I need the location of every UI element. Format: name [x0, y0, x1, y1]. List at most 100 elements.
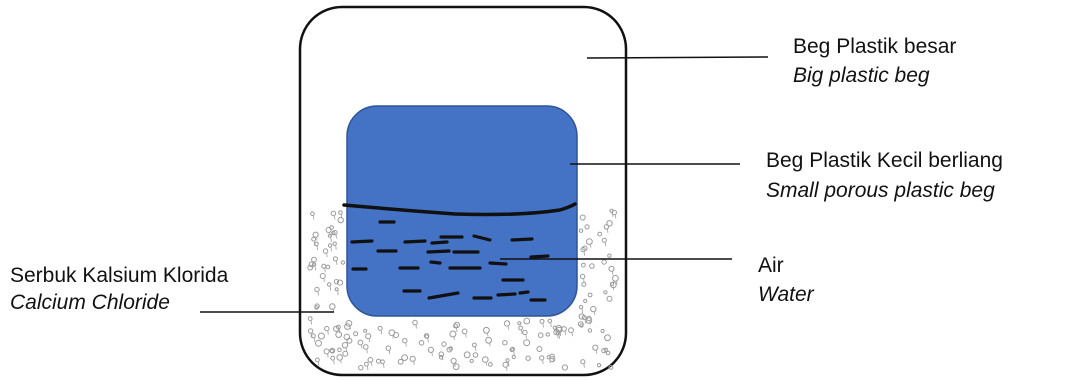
powder-speck: [523, 339, 531, 347]
powder-speck: [488, 362, 493, 367]
powder-speck: [353, 331, 359, 337]
powder-tail: [604, 242, 607, 247]
powder-speck: [509, 347, 515, 353]
small-porous-plastic-bag: [346, 105, 578, 317]
powder-tail: [349, 325, 351, 330]
powder-tail: [583, 278, 585, 283]
powder-speck: [603, 290, 608, 295]
powder-speck: [608, 265, 615, 272]
powder-speck: [581, 262, 586, 268]
water-dash: [403, 239, 427, 244]
powder-tail: [360, 344, 363, 349]
powder-speck: [363, 328, 368, 333]
powder-speck: [469, 358, 474, 363]
powder-speck: [597, 231, 603, 237]
small-bag-label-malay: Beg Plastik Kecil berliang: [766, 149, 1003, 172]
powder-speck: [461, 328, 468, 335]
big-bag-label-english: Big plastic beg: [793, 64, 930, 87]
powder-tail: [465, 333, 467, 338]
powder-tail: [486, 332, 489, 337]
powder-speck: [332, 256, 338, 262]
powder-speck: [589, 263, 595, 269]
powder-speck: [587, 292, 593, 298]
water-dash: [427, 291, 460, 300]
powder-tail: [542, 359, 544, 364]
powder-tail: [335, 260, 338, 265]
powder-speck: [522, 329, 528, 336]
powder-speck: [601, 259, 607, 265]
powder-speck: [603, 224, 610, 230]
powder-tail: [340, 359, 342, 364]
powder-speck: [606, 295, 613, 302]
powder-tail: [583, 251, 586, 256]
powder-tail: [489, 342, 491, 347]
powder-tail: [335, 234, 337, 239]
powder-speck: [310, 211, 315, 216]
powder-speck: [337, 216, 344, 224]
powder-speck: [314, 303, 320, 309]
powder-speck: [341, 342, 349, 349]
powder-speck: [450, 357, 457, 364]
powder-speck: [311, 236, 317, 242]
powder-tail: [506, 366, 508, 371]
powder-speck: [525, 355, 531, 361]
powder-speck: [552, 325, 557, 330]
powder-tail: [335, 245, 337, 250]
powder-speck: [568, 327, 574, 334]
powder-tail: [615, 280, 618, 285]
water-surface-line: [342, 202, 577, 217]
powder-tail: [507, 325, 509, 330]
water-label-english: Water: [758, 283, 815, 306]
powder-tail: [549, 359, 551, 364]
powder-tail: [612, 270, 614, 275]
powder-tail: [413, 360, 415, 365]
powder-tail: [310, 320, 313, 325]
powder-speck: [346, 337, 353, 344]
powder-speck: [427, 346, 434, 353]
powder-speck: [612, 274, 619, 282]
powder-speck: [517, 321, 522, 326]
powder-tail: [380, 330, 383, 335]
powder-speck: [580, 359, 586, 365]
water-dash: [496, 292, 517, 297]
powder-speck: [409, 355, 416, 362]
powder-speck: [580, 246, 586, 253]
powder-tail: [571, 332, 573, 337]
powder-speck: [546, 355, 551, 360]
powder-speck: [581, 281, 587, 287]
powder-tail: [324, 268, 326, 273]
powder-speck: [438, 351, 445, 358]
powder-speck: [601, 237, 607, 243]
powder-tail: [508, 362, 510, 367]
powder-tail: [383, 363, 385, 368]
powder-tail: [593, 311, 596, 316]
powder-tail: [366, 366, 369, 371]
powder-speck: [441, 341, 447, 347]
powder-tail: [314, 266, 317, 271]
powder-speck: [578, 305, 584, 310]
powder-tail: [337, 291, 339, 296]
powder-tail: [454, 362, 456, 367]
water-dash: [429, 260, 442, 265]
calcium-chloride-label-malay: Serbuk Kalsium Klorida: [10, 264, 229, 287]
powder-speck: [472, 352, 479, 358]
water-dash: [510, 237, 534, 242]
powder-speck: [600, 328, 605, 334]
big-bag-label-malay: Beg Plastik besar: [793, 35, 956, 58]
powder-tail: [550, 322, 552, 327]
powder-tail: [405, 342, 407, 347]
powder-speck: [587, 328, 593, 333]
powder-speck: [388, 329, 396, 337]
powder-tail: [521, 329, 523, 335]
powder-tail: [312, 215, 315, 220]
powder-speck: [330, 355, 336, 361]
powder-speck: [596, 363, 602, 368]
powder-tail: [326, 253, 328, 258]
powder-speck: [438, 355, 444, 360]
powder-tail: [513, 351, 515, 356]
powder-speck: [503, 320, 511, 327]
powder-speck: [583, 298, 588, 303]
powder-tail: [485, 361, 488, 366]
calcium-chloride-powder: [307, 208, 619, 371]
water-dash: [426, 249, 451, 254]
